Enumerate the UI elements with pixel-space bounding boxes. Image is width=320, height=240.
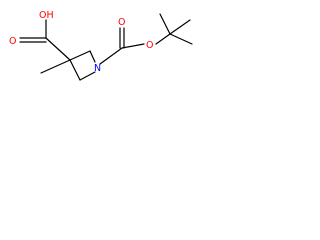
atom-boc-ester-oxygen: O [146,40,153,51]
atom-hydroxyl: OH [39,10,54,21]
bond-tbu-methyl-1 [159,13,171,35]
bond-carbamate-ester [121,43,145,49]
bond-tbu-methyl-2 [169,19,191,35]
molecule-structure: OH O N O O [9,10,193,81]
bond-n-carbamate [99,47,123,65]
atom-ring-nitrogen: N [94,63,101,74]
bond-ring-top [69,50,91,61]
bond-ring-left [69,59,81,81]
structure-canvas: OH O N O O [0,0,200,100]
bond-ester-tbu [155,33,171,45]
bond-ring-right [89,50,96,63]
atom-acid-carbonyl-oxygen: O [9,36,16,47]
atom-boc-carbonyl-oxygen: O [118,17,125,28]
bond-ring-bottom [79,71,96,81]
bonds [19,13,193,81]
bond-ring-to-carboxyl [45,37,71,61]
bond-tbu-methyl-3 [169,33,193,45]
bond-methyl [40,59,71,74]
